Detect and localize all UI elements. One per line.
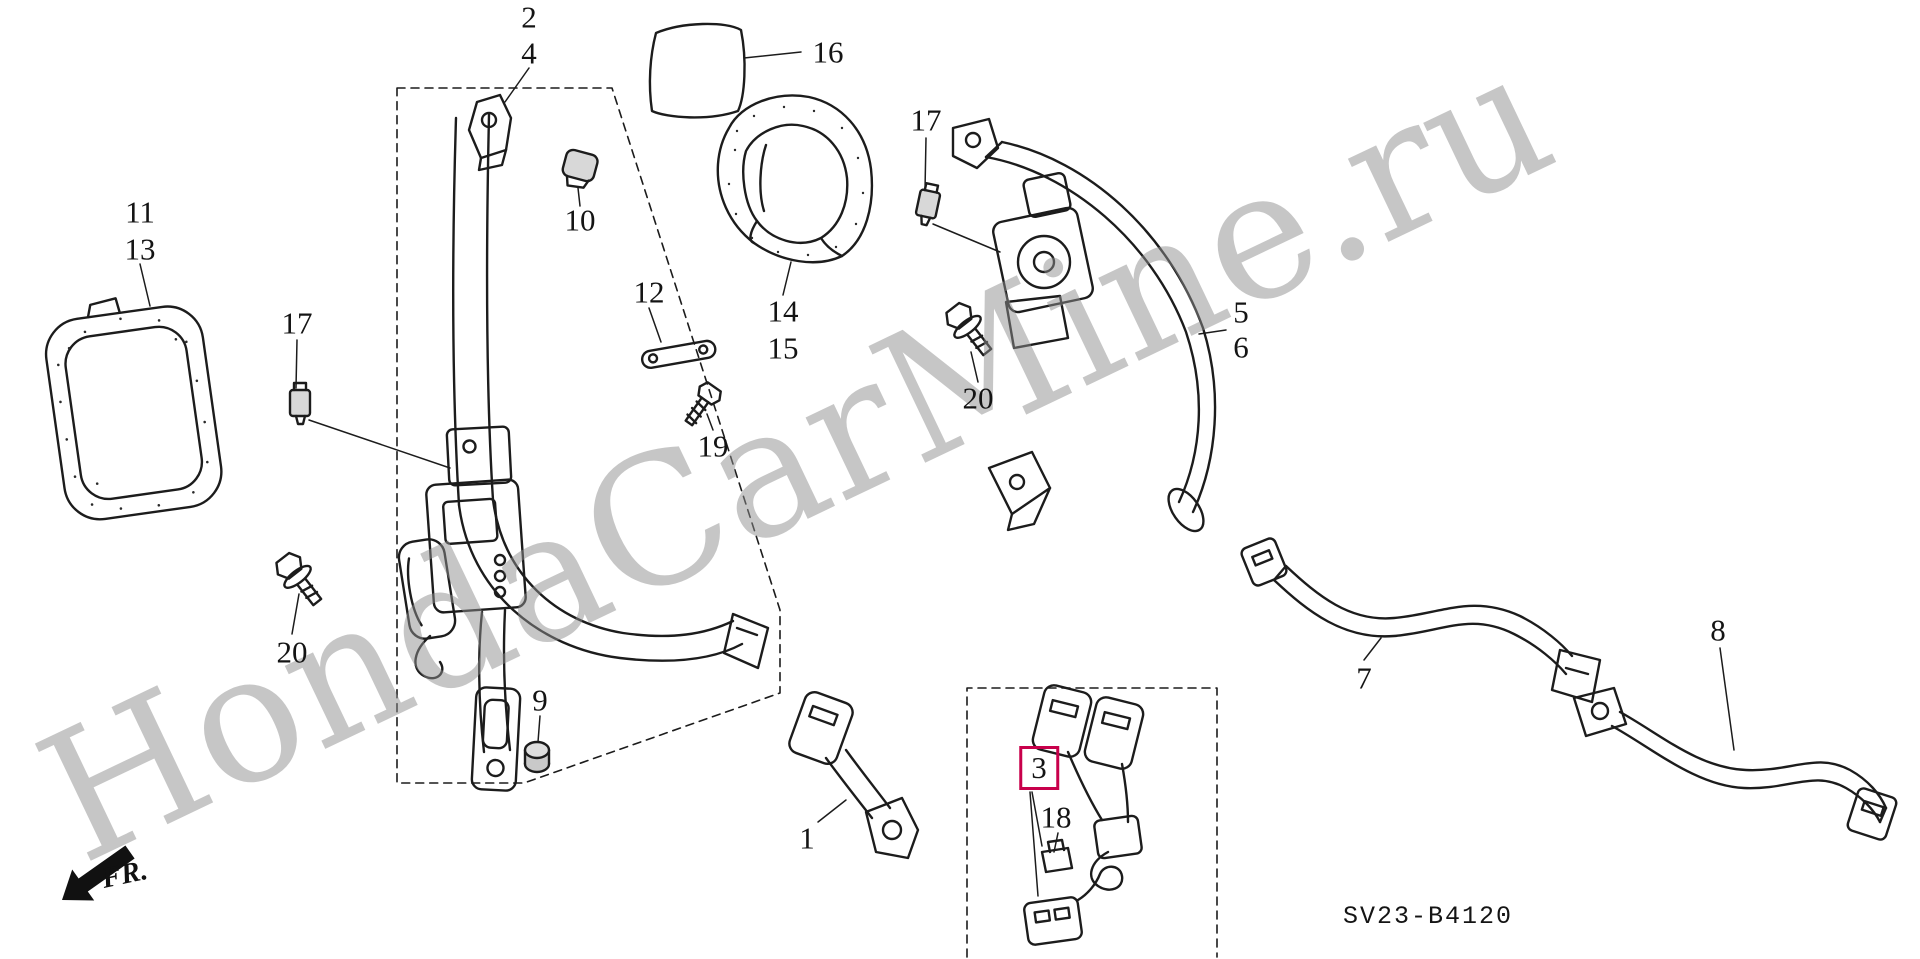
part-garnish-11-13 xyxy=(44,297,223,521)
part-cover-14-15 xyxy=(716,94,874,264)
fr-arrow xyxy=(62,845,135,901)
watermark: HondaCarMine.ru xyxy=(11,10,1580,903)
part-center-buckle-3-18 xyxy=(1023,684,1145,946)
part-label-11[interactable]: 11 xyxy=(125,194,155,230)
part-label-8[interactable]: 8 xyxy=(1710,612,1726,648)
part-hook-12 xyxy=(640,339,717,369)
part-pad-16 xyxy=(648,22,746,119)
part-label-18[interactable]: 18 xyxy=(1040,799,1072,835)
part-label-5[interactable]: 5 xyxy=(1233,294,1249,330)
leader-lines xyxy=(139,51,1735,897)
part-label-3[interactable]: 3 xyxy=(1019,746,1059,790)
part-label-15[interactable]: 15 xyxy=(767,330,799,366)
part-label-20[interactable]: 20 xyxy=(962,380,994,416)
part-label-6[interactable]: 6 xyxy=(1233,329,1249,365)
part-label-19[interactable]: 19 xyxy=(697,428,729,464)
part-clip-18 xyxy=(1040,846,1074,874)
part-label-12[interactable]: 12 xyxy=(633,274,665,310)
part-label-7[interactable]: 7 xyxy=(1356,660,1372,696)
drawing-code: SV23-B4120 xyxy=(1343,902,1514,931)
part-front-seatbelt-2-4 xyxy=(397,93,770,792)
part-clip-10 xyxy=(561,148,599,189)
part-label-13[interactable]: 13 xyxy=(124,231,156,267)
part-bolt-20-left xyxy=(275,551,323,607)
part-label-16[interactable]: 16 xyxy=(812,34,844,70)
part-label-17[interactable]: 17 xyxy=(281,305,313,341)
part-label-2[interactable]: 2 xyxy=(521,0,537,35)
assembly-boundary-front xyxy=(396,87,781,784)
part-buckle-1 xyxy=(788,690,920,860)
part-lap-belt-7 xyxy=(1240,537,1602,704)
part-label-17[interactable]: 17 xyxy=(910,102,942,138)
part-clip-17-right xyxy=(914,181,942,227)
assembly-boundary-center-buckle xyxy=(966,687,1218,958)
part-lap-belt-8 xyxy=(1572,686,1898,841)
part-bolt-20-right xyxy=(945,301,993,357)
part-label-4[interactable]: 4 xyxy=(521,35,537,71)
part-label-1[interactable]: 1 xyxy=(799,820,815,856)
part-clip-17-left xyxy=(288,381,312,426)
part-label-10[interactable]: 10 xyxy=(564,202,596,238)
part-cap-9 xyxy=(523,740,551,774)
part-label-9[interactable]: 9 xyxy=(532,682,548,718)
part-bolt-19 xyxy=(684,381,722,427)
part-label-14[interactable]: 14 xyxy=(767,293,799,329)
fr-arrow-group: FR. xyxy=(62,845,150,901)
part-rear-seatbelt-5-6 xyxy=(951,117,1217,533)
part-label-20[interactable]: 20 xyxy=(276,634,308,670)
